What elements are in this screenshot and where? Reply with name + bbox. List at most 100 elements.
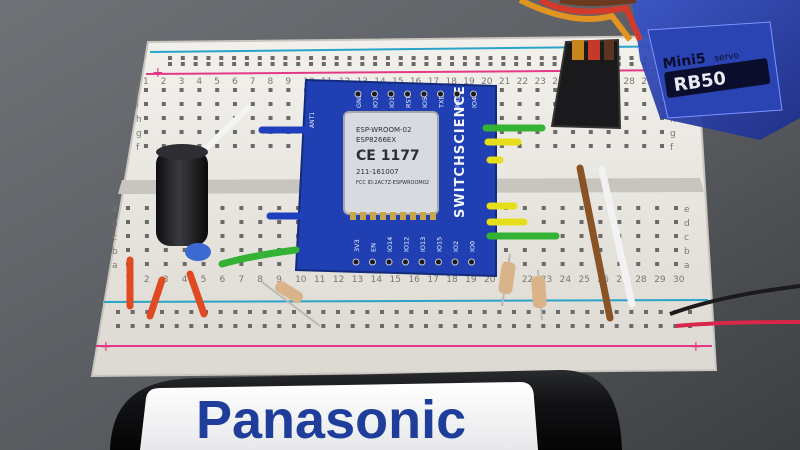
breadboard-hole bbox=[636, 248, 641, 252]
column-number: 3 bbox=[179, 77, 185, 87]
breadboard-hole bbox=[258, 234, 263, 238]
breadboard-hole bbox=[296, 62, 301, 66]
breadboard-hole bbox=[160, 310, 164, 314]
bottom-pin-label: IO0 bbox=[469, 241, 477, 252]
breadboard-hole bbox=[218, 310, 223, 314]
breadboard-hole bbox=[321, 62, 326, 66]
breadboard-hole bbox=[522, 206, 527, 210]
breadboard-hole bbox=[541, 248, 546, 252]
column-number: 2 bbox=[161, 77, 167, 87]
breadboard-hole bbox=[585, 310, 590, 314]
breadboard-hole bbox=[629, 310, 634, 314]
breadboard-hole bbox=[277, 220, 282, 224]
breadboard-hole bbox=[570, 324, 575, 328]
header-pin bbox=[369, 258, 376, 266]
breadboard-hole bbox=[277, 324, 282, 328]
breadboard-hole bbox=[606, 130, 611, 134]
breadboard-hole bbox=[499, 116, 504, 120]
breadboard-hole bbox=[336, 310, 340, 314]
breadboard-hole bbox=[655, 220, 660, 224]
breadboard-hole bbox=[462, 62, 467, 66]
column-number: 18 bbox=[445, 77, 457, 87]
breadboard-hole bbox=[174, 310, 179, 314]
breadboard-hole bbox=[161, 102, 166, 106]
column-number: 1 bbox=[143, 77, 149, 87]
column-number: 17 bbox=[428, 77, 439, 87]
bottom-pin-label: IO13 bbox=[419, 237, 427, 252]
breadboard-hole bbox=[197, 130, 202, 134]
breadboard-hole bbox=[453, 324, 458, 328]
servo-motor: Mini5 servo RB50 bbox=[518, 0, 800, 140]
chip-pad bbox=[360, 212, 366, 220]
row-letter: j bbox=[135, 87, 139, 97]
servo-brand: Mini5 bbox=[662, 51, 707, 73]
breadboard-hole bbox=[215, 88, 220, 92]
row-letter: b bbox=[112, 247, 118, 257]
battery-holder: Panasonic bbox=[110, 370, 622, 450]
column-number: 19 bbox=[465, 275, 477, 285]
breadboard-hole bbox=[189, 310, 194, 314]
breadboard-hole bbox=[655, 206, 660, 210]
column-number: 8 bbox=[268, 77, 274, 87]
header-pin bbox=[352, 258, 360, 266]
breadboard-hole bbox=[219, 56, 224, 60]
breadboard-hole bbox=[642, 88, 647, 92]
breadboard-hole bbox=[688, 310, 692, 314]
breadboard-hole bbox=[321, 324, 326, 328]
breadboard-hole bbox=[360, 56, 365, 60]
row-letter: d bbox=[684, 219, 690, 229]
breadboard-hole bbox=[161, 130, 166, 134]
breadboard-hole bbox=[286, 116, 291, 120]
chip-pad bbox=[370, 212, 376, 220]
header-pin bbox=[354, 90, 362, 98]
breadboard-hole bbox=[336, 324, 340, 328]
column-number: 24 bbox=[552, 77, 564, 87]
column-number: 18 bbox=[446, 275, 458, 285]
breadboard-hole bbox=[398, 62, 403, 66]
breadboard-hole bbox=[438, 324, 443, 328]
breadboard-hole bbox=[488, 62, 493, 66]
top-pin-label: GND bbox=[355, 93, 363, 108]
breadboard-hole bbox=[636, 220, 641, 224]
column-number: 13 bbox=[352, 275, 363, 285]
breadboard-hole bbox=[286, 88, 291, 92]
breadboard-hole bbox=[380, 324, 384, 328]
breadboard-hole bbox=[411, 56, 416, 60]
header-pin bbox=[470, 90, 477, 98]
top-pin-label: IO17 bbox=[388, 93, 396, 108]
column-number: 7 bbox=[238, 275, 244, 285]
breadboard-hole bbox=[347, 62, 352, 66]
breadboard-hole bbox=[193, 62, 198, 66]
breadboard-hole bbox=[462, 56, 467, 60]
breadboard-hole bbox=[193, 56, 198, 60]
breadboard-hole bbox=[475, 62, 480, 66]
breadboard-hole bbox=[286, 144, 291, 148]
breadboard-hole bbox=[560, 206, 565, 210]
breadboard-hole bbox=[598, 220, 603, 224]
breadboard-hole bbox=[655, 248, 660, 252]
breadboard-hole bbox=[488, 56, 493, 60]
breadboard-hole bbox=[617, 220, 622, 224]
chip-pad bbox=[420, 212, 426, 220]
breadboard-hole bbox=[220, 206, 225, 210]
breadboard-hole bbox=[501, 62, 506, 66]
chip-pad bbox=[430, 212, 436, 220]
column-number: 11 bbox=[314, 275, 325, 285]
breadboard-hole bbox=[215, 130, 220, 134]
top-pin-label: IO4 bbox=[471, 97, 479, 108]
breadboard-hole bbox=[144, 234, 149, 238]
breadboard-hole bbox=[409, 310, 414, 314]
breadboard-hole bbox=[629, 56, 634, 60]
ceramic-capacitor bbox=[185, 243, 211, 261]
breadboard-hole bbox=[262, 310, 267, 314]
breadboard-hole bbox=[232, 144, 237, 148]
rail-plus-top-left: + bbox=[152, 65, 164, 81]
breadboard-hole bbox=[182, 262, 187, 266]
breadboard-hole bbox=[250, 144, 255, 148]
breadboard-hole bbox=[658, 310, 663, 314]
breadboard-hole bbox=[292, 310, 296, 314]
column-number: 27 bbox=[616, 275, 627, 285]
breadboard-hole bbox=[144, 220, 149, 224]
row-letter: c bbox=[112, 233, 117, 243]
